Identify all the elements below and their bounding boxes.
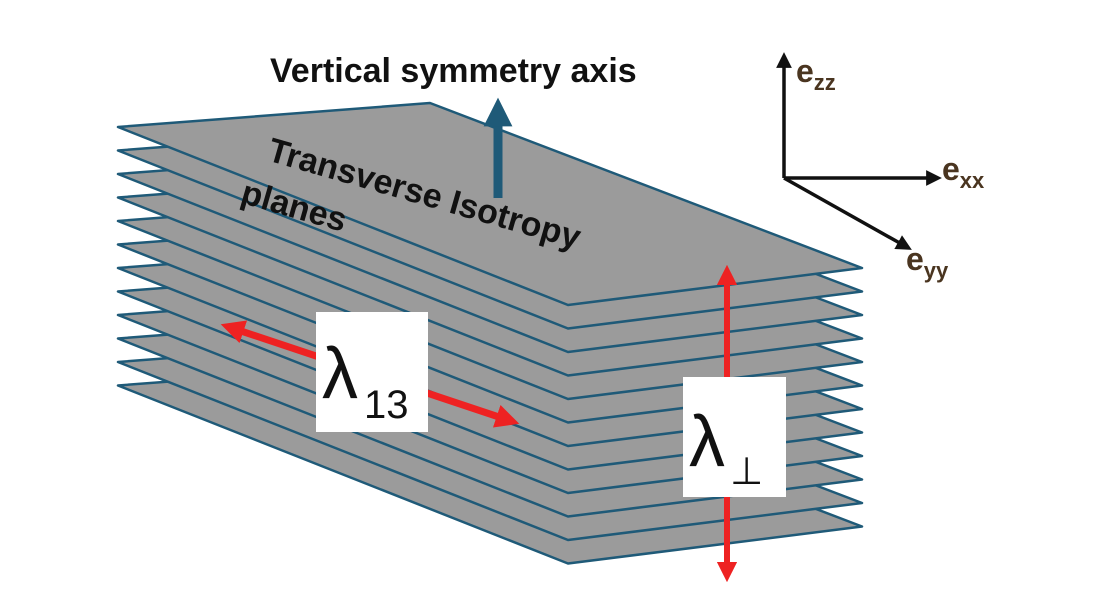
- ezz-subscript: zz: [814, 70, 836, 95]
- exx-label: exx: [942, 151, 985, 193]
- eyy-e: e: [906, 241, 924, 277]
- axis-title: Vertical symmetry axis: [270, 52, 637, 90]
- lambda-13-symbol: λ: [322, 334, 358, 414]
- lambda-perp-subscript: ⊥: [730, 451, 763, 493]
- exx-e: e: [942, 151, 960, 187]
- transverse-plane-1: [116, 101, 864, 307]
- eyy-subscript: yy: [924, 258, 949, 283]
- reference-frame: ezz exx eyy: [776, 52, 985, 283]
- lambda-perp-label: λ ⊥: [683, 377, 786, 497]
- ezz-e: e: [796, 53, 814, 89]
- lambda-13-box: [316, 312, 428, 432]
- eyy-label: eyy: [906, 241, 949, 283]
- lambda-13-label: λ 13: [316, 312, 428, 432]
- exx-subscript: xx: [960, 168, 985, 193]
- lambda-perp-box: [683, 377, 786, 497]
- eyy-axis-arrow: [783, 176, 912, 250]
- lambda-13-subscript: 13: [364, 383, 409, 427]
- ezz-label: ezz: [796, 53, 836, 95]
- lambda-perp-symbol: λ: [689, 402, 725, 482]
